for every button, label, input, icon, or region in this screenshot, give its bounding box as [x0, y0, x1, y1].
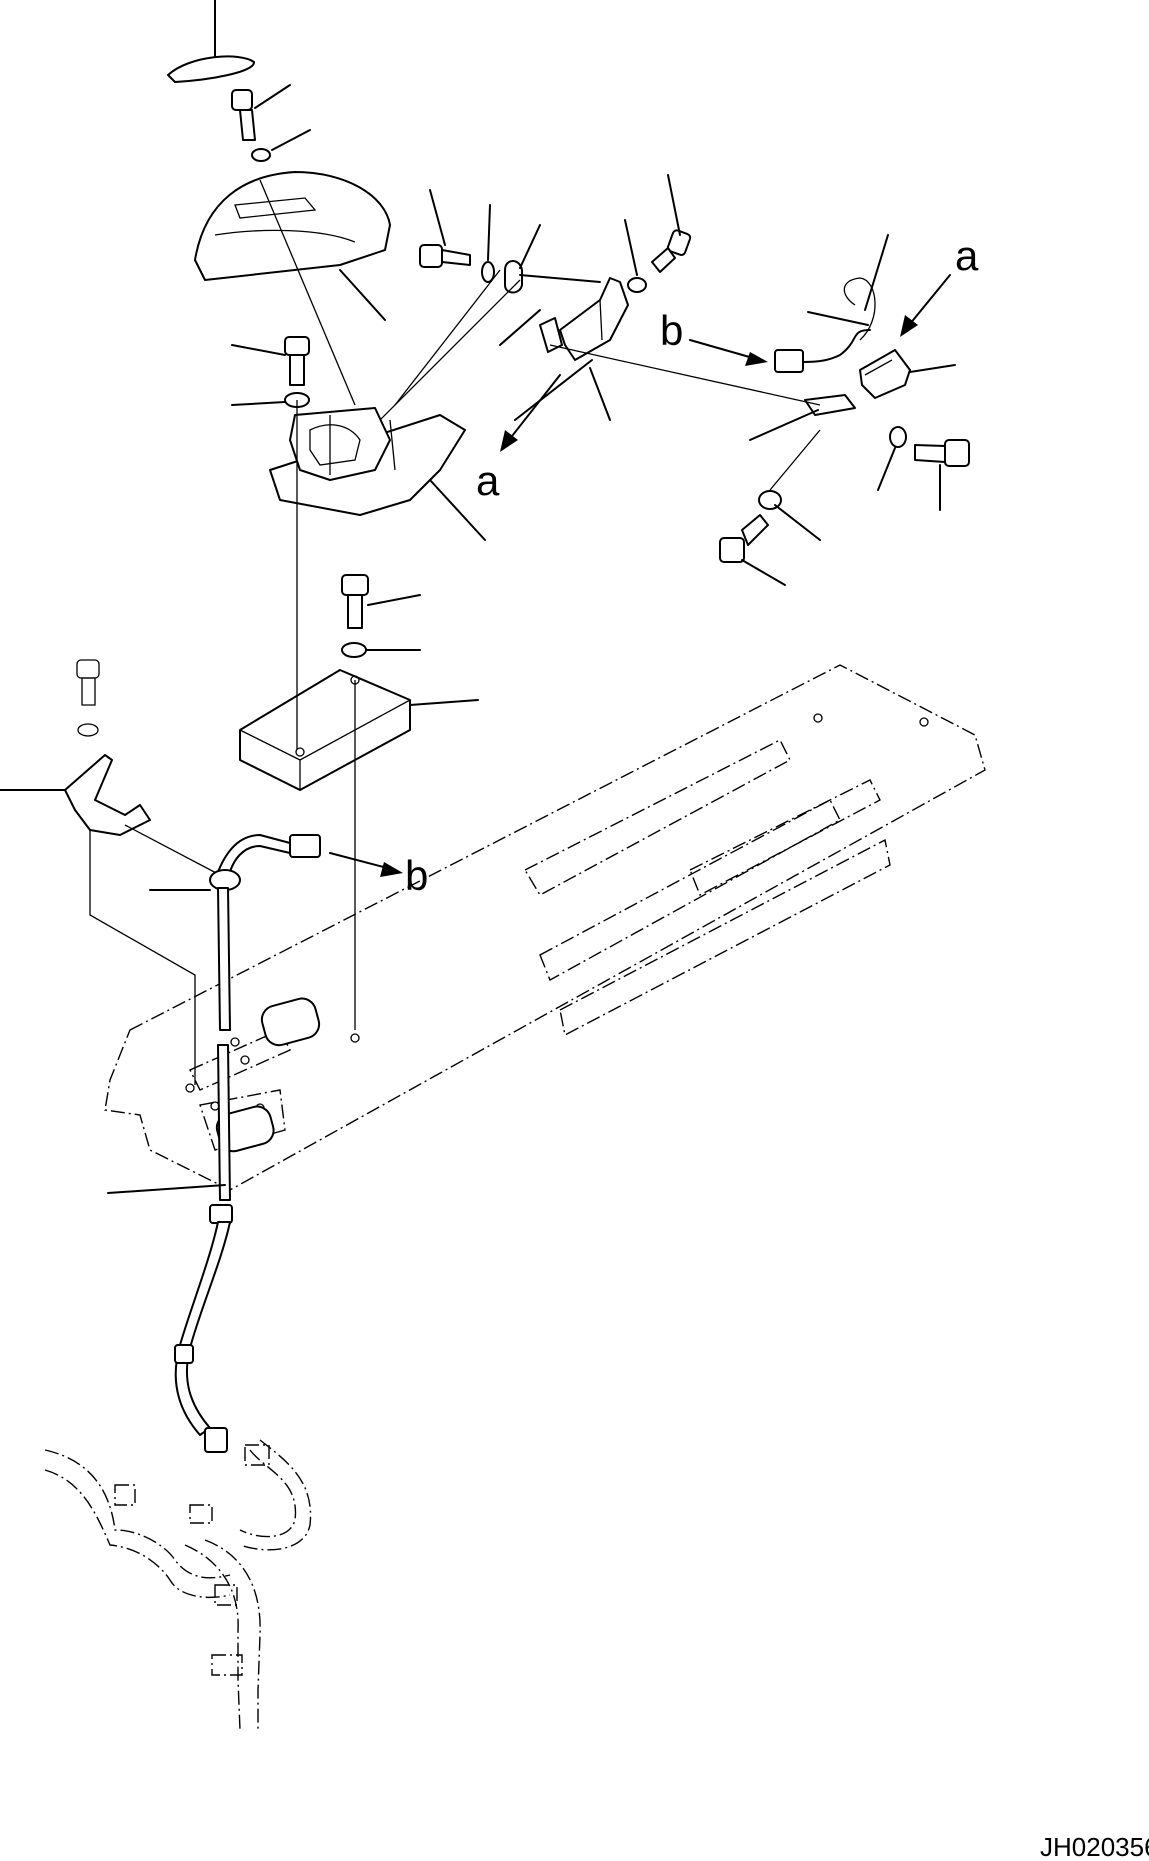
clamp-bolt — [76, 659, 100, 706]
switch-bracket — [499, 274, 629, 421]
top-cover-cap — [167, 0, 255, 83]
main-harness-phantom — [44, 1439, 312, 1731]
switch-plate — [549, 344, 856, 441]
mount-block-bolt — [341, 574, 421, 629]
bracket-bolt-right — [651, 174, 692, 273]
switch-plate-bolt-right — [914, 439, 970, 511]
ref-label-a-upper: a — [955, 232, 979, 279]
ref-label-b-upper: b — [660, 307, 683, 354]
arrow-a-lower — [500, 374, 561, 452]
drawing-code: JH020356 — [1040, 1832, 1149, 1861]
lever-bracket — [259, 179, 521, 541]
switch-plate-bolt-left — [719, 514, 786, 586]
bracket-washer-left — [481, 204, 495, 283]
cap-bolt — [231, 84, 291, 141]
control-cover — [194, 171, 391, 321]
ref-label-b-lower: b — [405, 852, 428, 899]
ref-label-a-lower: a — [476, 457, 500, 504]
floor-plate — [104, 664, 986, 1191]
wire-harness — [107, 834, 321, 1453]
arrow-a-upper — [900, 274, 951, 337]
switch-plate-washer-upper — [877, 426, 907, 491]
mount-block — [239, 400, 479, 1030]
arrow-b-lower — [329, 852, 403, 877]
clamp-washer — [77, 723, 99, 737]
lever-bracket-bolt — [231, 336, 310, 386]
bracket-bolt-left — [419, 189, 471, 268]
mount-block-washer — [341, 642, 421, 658]
switch-plate-washer-lower — [758, 429, 821, 541]
bracket-spacer — [504, 224, 541, 294]
clamp-bracket — [0, 754, 221, 1085]
switch-connector — [774, 329, 871, 373]
arrow-b-upper — [689, 339, 768, 366]
cap-washer — [251, 129, 311, 162]
bracket-washer-right — [624, 219, 647, 293]
seat-switch — [843, 277, 956, 399]
switch-leader-lines — [807, 234, 889, 326]
